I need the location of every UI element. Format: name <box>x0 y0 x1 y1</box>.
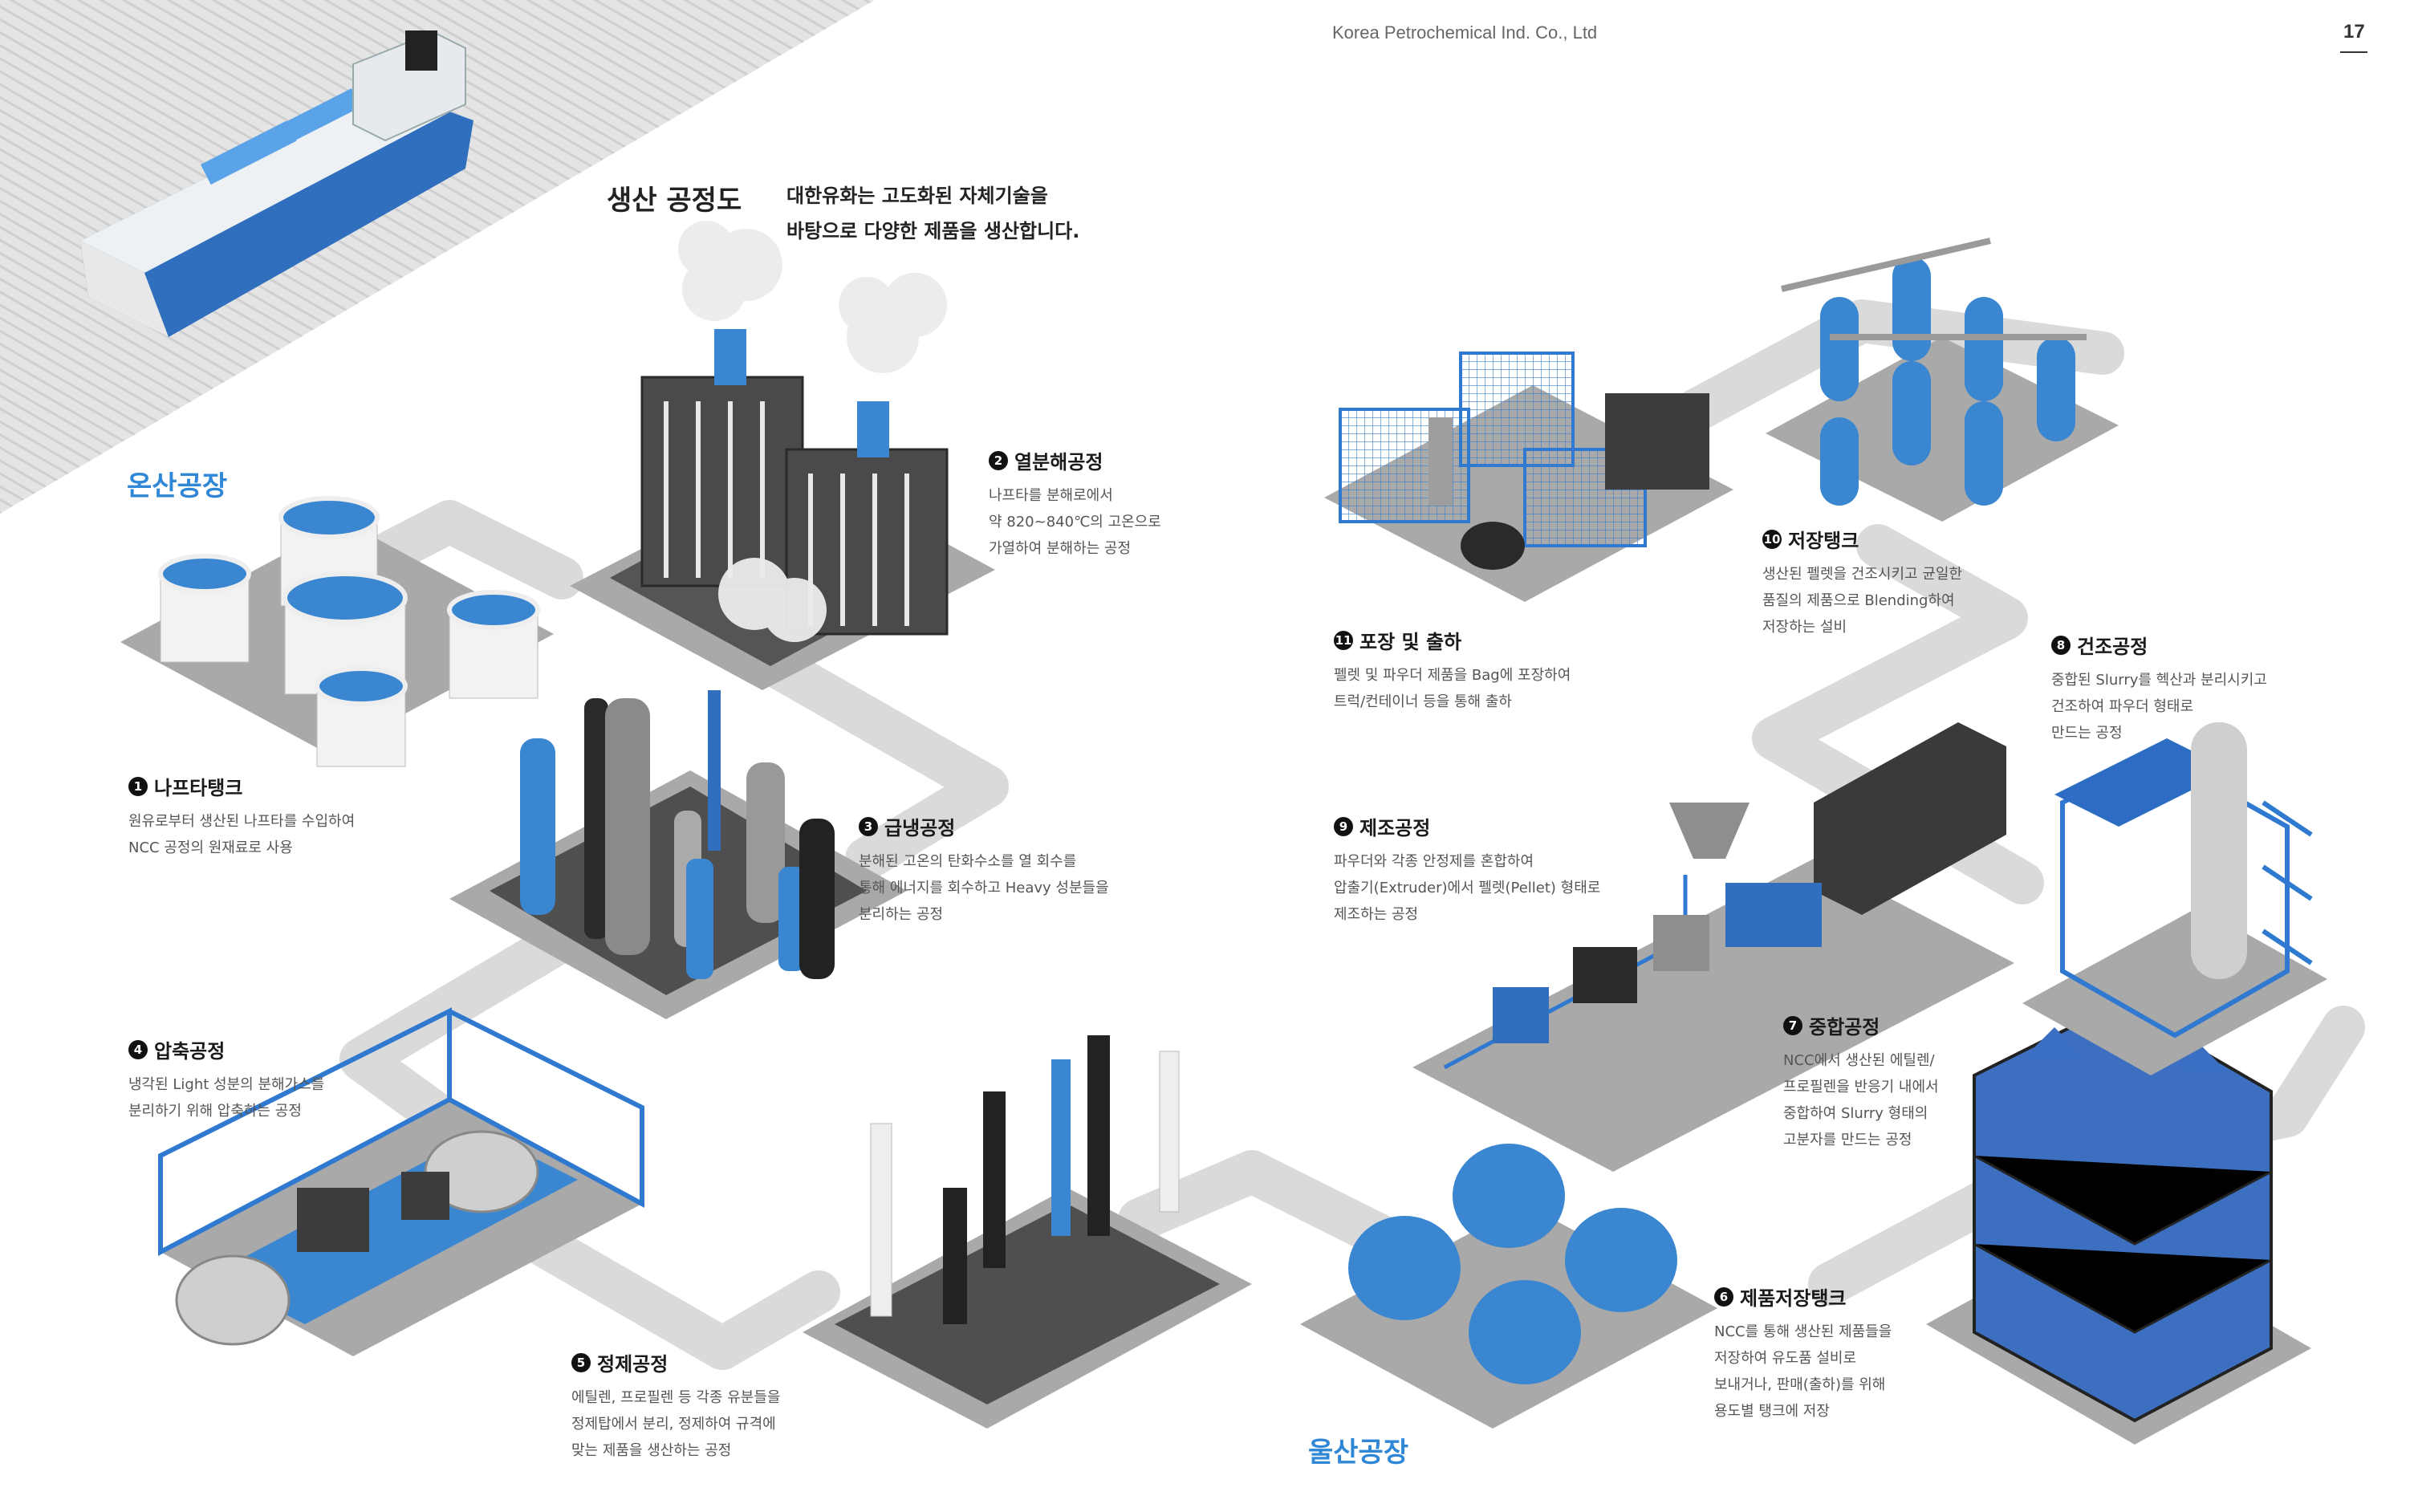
step-number-badge: 3 <box>859 816 878 836</box>
page-number-underline <box>2340 51 2367 53</box>
step-number-badge: 9 <box>1334 816 1353 836</box>
tanker-ship <box>80 30 473 337</box>
step-title: 열분해공정 <box>1014 451 1103 474</box>
page-subtitle: 대한유화는 고도화된 자체기술을 바탕으로 다양한 제품을 생산합니다. <box>786 185 1080 242</box>
step-description: 원유로부터 생산된 나프타를 수입하여 NCC 공정의 원재료로 사용 <box>128 813 356 856</box>
naphtha-tanks <box>120 496 554 767</box>
drying-tower <box>2022 722 2327 1075</box>
step-title: 건조공정 <box>2077 636 2148 658</box>
plant-label-ulsan: 울산공장 <box>1308 1437 1409 1469</box>
pellet-silos <box>1766 238 2119 522</box>
step-number-badge: 5 <box>571 1352 591 1372</box>
company-name: Korea Petrochemical Ind. Co., Ltd <box>1332 22 1598 43</box>
step-title: 제조공정 <box>1359 817 1431 839</box>
step-number-badge: 8 <box>2051 635 2071 655</box>
step-description: 생산된 펠렛을 건조시키고 균일한 품질의 제품으로 Blending하여 저장… <box>1762 566 1963 636</box>
step-title: 중합공정 <box>1809 1016 1880 1038</box>
polymerization-building <box>1926 1001 2311 1445</box>
step-title: 나프타탱크 <box>154 777 243 799</box>
compressor-hall <box>158 1007 644 1356</box>
step-cracking: 2 열분해공정 나프타를 분해로에서 약 820~840℃의 고온으로 가열하여 … <box>989 446 1334 562</box>
page-title: 생산 공정도 <box>607 185 742 217</box>
step-title: 정제공정 <box>597 1353 669 1376</box>
step-title: 제품저장탱크 <box>1740 1287 1847 1310</box>
packing-station <box>1324 352 1733 602</box>
step-packing-shipping: 11 포장 및 출하 펠렛 및 파우더 제품을 Bag에 포장하여 트럭/컨테이너… <box>1334 626 1679 715</box>
page-number: 17 <box>2343 21 2365 43</box>
step-naphtha-tank: 1 나프타탱크 원유로부터 생산된 나프타를 수입하여 NCC 공정의 원재료로 … <box>128 772 473 861</box>
step-title: 압축공정 <box>154 1040 226 1063</box>
step-description: 중합된 Slurry를 헥산과 분리시키고 건조하여 파우더 형태로 만드는 공… <box>2051 672 2267 742</box>
step-description: 분해된 고온의 탄화수소를 열 회수를 통해 에너지를 회수하고 Heavy 성… <box>859 853 1109 923</box>
step-quench: 3 급냉공정 분해된 고온의 탄화수소를 열 회수를 통해 에너지를 회수하고 H… <box>859 812 1204 928</box>
step-title: 저장탱크 <box>1788 530 1859 552</box>
sea-area <box>0 0 875 514</box>
step-refining: 5 정제공정 에틸렌, 프로필렌 등 각종 유분들을 정제탑에서 분리, 정제하여… <box>571 1348 916 1464</box>
step-title: 포장 및 출하 <box>1359 631 1462 653</box>
quench-columns <box>449 690 907 1019</box>
step-description: NCC에서 생산된 에틸렌/ 프로필렌을 반응기 내에서 중합하여 Slurry… <box>1783 1052 1939 1148</box>
step-description: 파우더와 각종 안정제를 혼합하여 압출기(Extruder)에서 펠렛(Pel… <box>1334 853 1601 923</box>
step-storage-tank: 10 저장탱크 생산된 펠렛을 건조시키고 균일한 품질의 제품으로 Blendi… <box>1762 525 2107 640</box>
step-number-badge: 4 <box>128 1039 148 1059</box>
step-description: 나프타를 분해로에서 약 820~840℃의 고온으로 가열하여 분해하는 공정 <box>989 487 1161 557</box>
step-number-badge: 7 <box>1783 1015 1802 1035</box>
step-manufacturing: 9 제조공정 파우더와 각종 안정제를 혼합하여 압출기(Extruder)에서 … <box>1334 812 1679 928</box>
step-drying: 8 건조공정 중합된 Slurry를 헥산과 분리시키고 건조하여 파우더 형태로… <box>2051 631 2396 746</box>
extruder-line <box>1412 722 2014 1172</box>
step-number-badge: 6 <box>1714 1286 1733 1307</box>
refining-towers <box>803 1035 1252 1429</box>
step-compression: 4 압축공정 냉각된 Light 성분의 분해가스를 분리하기 위해 압축하는 공… <box>128 1035 473 1124</box>
step-product-storage: 6 제품저장탱크 NCC를 통해 생산된 제품들을 저장하여 유도품 설비로 보내… <box>1714 1282 2059 1425</box>
cracking-furnace <box>570 221 995 690</box>
product-storage-tanks <box>1300 1144 1717 1429</box>
step-number-badge: 1 <box>128 776 148 796</box>
step-polymerization: 7 중합공정 NCC에서 생산된 에틸렌/ 프로필렌을 반응기 내에서 중합하여 … <box>1783 1011 2128 1153</box>
plant-label-onsan: 온산공장 <box>127 470 228 502</box>
step-description: NCC를 통해 생산된 제품들을 저장하여 유도품 설비로 보내거나, 판매(출… <box>1714 1323 1892 1420</box>
step-number-badge: 11 <box>1334 630 1353 650</box>
step-number-badge: 2 <box>989 450 1008 470</box>
step-description: 냉각된 Light 성분의 분해가스를 분리하기 위해 압축하는 공정 <box>128 1076 325 1120</box>
step-number-badge: 10 <box>1762 529 1782 549</box>
step-title: 급냉공정 <box>884 817 956 839</box>
step-description: 펠렛 및 파우더 제품을 Bag에 포장하여 트럭/컨테이너 등을 통해 출하 <box>1334 667 1571 710</box>
step-description: 에틸렌, 프로필렌 등 각종 유분들을 정제탑에서 분리, 정제하여 규격에 맞… <box>571 1389 781 1459</box>
